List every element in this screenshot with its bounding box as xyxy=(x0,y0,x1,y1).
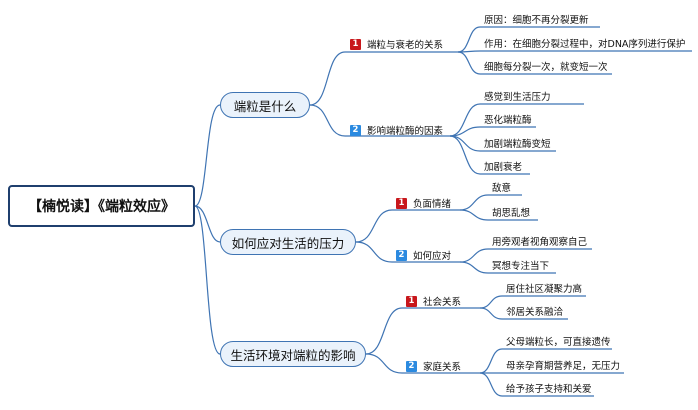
number-badge: 1 xyxy=(406,295,417,307)
root-node[interactable]: 【楠悦读】《端粒效应》 xyxy=(8,185,195,227)
leaf[interactable]: 邻居关系融洽 xyxy=(506,307,564,318)
leaf[interactable]: 恶化端粒酶 xyxy=(484,115,532,126)
sub-how-to-cope[interactable]: 2 如何应对 xyxy=(396,247,451,263)
leaf[interactable]: 感觉到生活压力 xyxy=(484,92,551,103)
branch-what-are-telomeres[interactable]: 端粒是什么 xyxy=(220,92,310,118)
sub-telomerase-factors[interactable]: 2 影响端粒酶的因素 xyxy=(350,122,443,138)
sub-negative-emotions[interactable]: 1 负面情绪 xyxy=(396,195,451,211)
sub-label: 影响端粒酶的因素 xyxy=(367,126,444,137)
leaf[interactable]: 母亲孕育期营养足，无压力 xyxy=(506,361,621,372)
leaf[interactable]: 父母端粒长，可直接遗传 xyxy=(506,337,611,348)
sub-label: 端粒与衰老的关系 xyxy=(367,40,444,51)
leaf[interactable]: 原因：细胞不再分裂更新 xyxy=(484,15,589,26)
branch-coping-with-stress[interactable]: 如何应对生活的压力 xyxy=(220,229,356,255)
connector-root-b2 xyxy=(194,205,221,243)
leaf[interactable]: 作用：在细胞分裂过程中，对DNA序列进行保护 xyxy=(484,39,686,50)
number-badge: 2 xyxy=(350,124,361,136)
leaf[interactable]: 加剧端粒酶变短 xyxy=(484,139,551,150)
number-badge: 1 xyxy=(350,38,361,50)
sub-telomere-aging[interactable]: 1 端粒与衰老的关系 xyxy=(350,36,443,52)
connector-root-b3 xyxy=(194,205,221,355)
number-badge: 2 xyxy=(396,249,407,261)
number-badge: 1 xyxy=(396,197,407,209)
sub-label: 社会关系 xyxy=(423,297,462,308)
connector-b1-s2 xyxy=(309,104,346,137)
leaf[interactable]: 给予孩子支持和关爱 xyxy=(506,384,592,395)
connector-root-b1 xyxy=(194,104,221,207)
leaf[interactable]: 敌意 xyxy=(492,183,512,194)
leaf[interactable]: 居住社区凝聚力高 xyxy=(506,284,583,295)
leaf[interactable]: 胡思乱想 xyxy=(492,208,531,219)
leaf[interactable]: 加剧衰老 xyxy=(484,162,523,173)
sub-family-relations[interactable]: 2 家庭关系 xyxy=(406,358,461,374)
leaf[interactable]: 冥想专注当下 xyxy=(492,261,550,272)
leaf[interactable]: 细胞每分裂一次，就变短一次 xyxy=(484,62,608,73)
number-badge: 2 xyxy=(406,360,417,372)
sub-label: 家庭关系 xyxy=(423,362,462,373)
leaf[interactable]: 用旁观者视角观察自己 xyxy=(492,237,588,248)
branch-living-environment[interactable]: 生活环境对端粒的影响 xyxy=(220,341,366,367)
sub-label: 负面情绪 xyxy=(413,199,452,210)
sub-label: 如何应对 xyxy=(413,251,452,262)
connector-b1-s1 xyxy=(309,51,346,106)
sub-social-relations[interactable]: 1 社会关系 xyxy=(406,293,461,309)
